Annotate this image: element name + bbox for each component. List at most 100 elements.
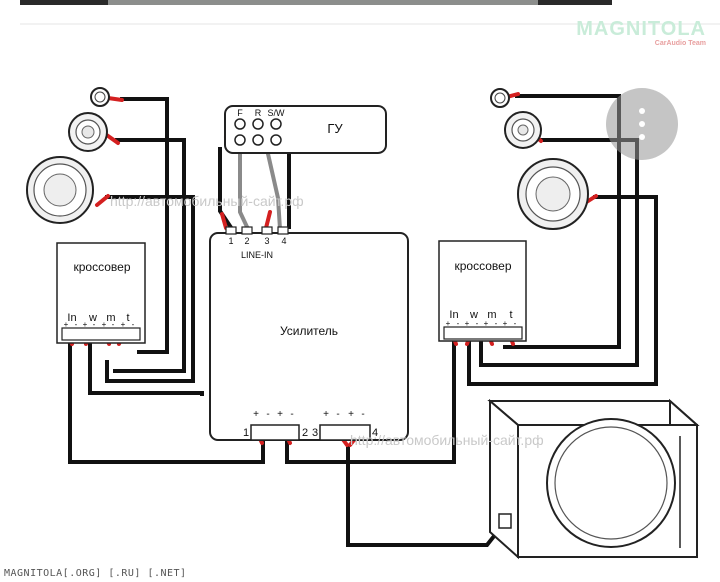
crossover-right-body (438, 240, 527, 342)
svg-text:+: + (83, 320, 88, 329)
line-in-channel-4: 4 (281, 236, 286, 246)
amp-output-block-1-2 (250, 424, 300, 441)
footer-text: MAGNITOLA[.ORG] [.RU] [.NET] (4, 568, 187, 579)
line-in-terminals (225, 226, 289, 235)
logo-main-text: MAGNITOLA (576, 18, 706, 40)
svg-text:-: - (476, 319, 479, 328)
left-speakers (26, 87, 110, 224)
line-in-channel-1: 1 (228, 236, 233, 246)
line-in-label: LINE-IN (241, 250, 273, 260)
svg-text:-: - (457, 319, 460, 328)
head-unit-label: ГУ (327, 121, 343, 136)
amplifier-body (209, 232, 409, 441)
crossover-right-terminal-strip (443, 326, 523, 340)
wire-left-midrange (113, 138, 186, 373)
svg-text:+: + (446, 319, 451, 328)
wire-left-woofer-return (88, 340, 204, 396)
svg-text:+: + (121, 320, 126, 329)
amp-pol-34-a: + (323, 409, 329, 420)
svg-text:-: - (514, 319, 517, 328)
more-options-button[interactable] (606, 88, 678, 160)
wire-hu-front-grey (238, 147, 250, 230)
subwoofer-speaker-icon (546, 418, 676, 548)
crossover-right-term-t: t (509, 309, 512, 321)
head-unit: ГУ F R S/W (224, 105, 387, 154)
right-speakers (490, 88, 589, 230)
crossover-right-term-in: In (449, 309, 458, 321)
svg-text:+: + (102, 320, 107, 329)
grey-rca-wires (238, 144, 282, 230)
svg-text:+: + (503, 319, 508, 328)
crossover-right-label: кроссовер (455, 259, 512, 273)
wire-right-crossover-input (285, 340, 456, 464)
watermark-top: http://автомобильный-сайт.рф (110, 193, 304, 209)
crossover-right-term-w: w (469, 309, 478, 321)
head-unit-output-f: F (237, 108, 243, 118)
amp-pol-34-c: + (348, 409, 354, 420)
wire-left-tweeter (120, 97, 169, 354)
crossover-left: кроссовер In w m t + - + - + - + - (56, 242, 146, 344)
svg-text:+: + (64, 320, 69, 329)
crossover-right-polarity: + - + - + - + - (446, 319, 517, 328)
amp-out-channel-4: 4 (372, 427, 378, 439)
crossover-right-term-m: m (487, 309, 496, 321)
svg-text:-: - (93, 320, 96, 329)
amp-out-channel-3: 3 (312, 427, 318, 439)
amplifier: Усилитель 1 2 3 4 LINE-IN + - + - + - + … (209, 226, 409, 441)
subwoofer-left-edge (489, 398, 519, 560)
top-photo-strip-center (108, 0, 538, 5)
amp-out-channel-2: 2 (302, 427, 308, 439)
crossover-right: кроссовер In w m t + - + - + - + - (438, 240, 527, 342)
wire-left-crossover-input (68, 340, 265, 464)
line-in-channel-2: 2 (244, 236, 249, 246)
wire-hu-front-black (218, 147, 234, 231)
watermark-bottom: http://автомобильный-сайт.рф (350, 432, 544, 448)
subwoofer-terminal (498, 513, 512, 529)
amp-pol-12-a: + (253, 409, 259, 420)
crossover-left-term-in: In (67, 312, 76, 324)
wire-right-midrange (479, 138, 639, 367)
more-options-icon-dot (639, 134, 645, 140)
head-unit-rca-jacks (234, 118, 282, 146)
line-in-channel-3: 3 (264, 236, 269, 246)
crossover-left-term-w: w (88, 312, 97, 324)
head-unit-output-r: R (255, 108, 262, 118)
wire-right-tweeter (503, 94, 621, 349)
crossover-left-polarity: + - + - + - + - (64, 320, 135, 329)
right-tweeter-icon (490, 88, 510, 108)
svg-text:+: + (484, 319, 489, 328)
logo-sub-text: CarAudio Team (654, 40, 706, 47)
left-woofer-icon (26, 156, 94, 224)
crossover-left-label: кроссовер (74, 260, 131, 274)
right-midrange-icon (504, 111, 542, 149)
left-midrange-icon (68, 112, 108, 152)
wire-right-woofer (467, 195, 658, 386)
amp-pol-12-b: - (266, 409, 269, 420)
wire-left-woofer (105, 195, 195, 383)
left-tweeter-icon (90, 87, 110, 107)
head-unit-output-sw: S/W (268, 108, 286, 118)
amp-pol-34-d: - (361, 409, 364, 420)
head-unit-body (224, 105, 387, 154)
amp-out-channel-1: 1 (243, 427, 249, 439)
crossover-left-terminal-strip (61, 327, 141, 341)
svg-text:+: + (465, 319, 470, 328)
svg-text:-: - (112, 320, 115, 329)
crossover-left-term-t: t (126, 312, 129, 324)
amp-output-block-3-4 (319, 424, 371, 441)
amplifier-label: Усилитель (280, 324, 338, 338)
crossover-left-term-m: m (106, 312, 115, 324)
svg-text:-: - (495, 319, 498, 328)
brand-logo: MAGNITOLA CarAudio Team (576, 18, 706, 48)
subwoofer-box (487, 398, 700, 560)
crossover-left-body (56, 242, 146, 344)
amp-pol-12-d: - (290, 409, 293, 420)
wire-hu-sw-grey (264, 144, 282, 230)
more-options-icon-dot (639, 121, 645, 127)
amp-pol-12-c: + (277, 409, 283, 420)
svg-text:-: - (132, 320, 135, 329)
amp-pol-34-b: - (336, 409, 339, 420)
more-options-icon (639, 108, 645, 114)
right-woofer-icon (517, 158, 589, 230)
